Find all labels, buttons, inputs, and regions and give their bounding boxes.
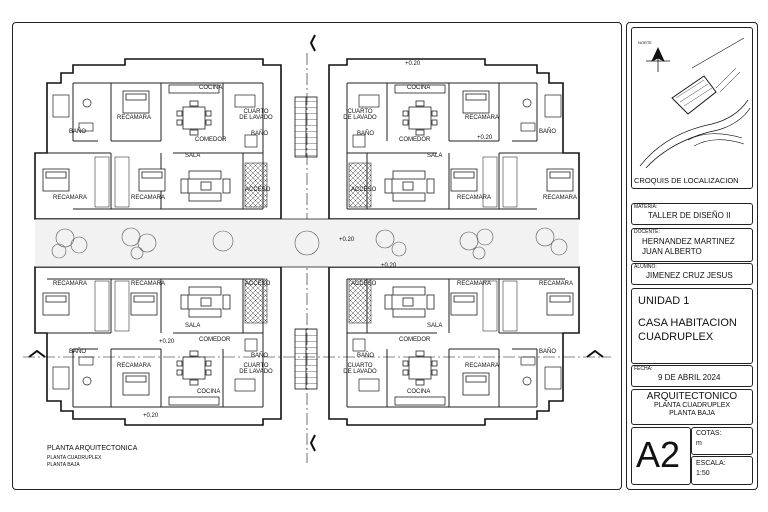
level-mark: +0.20 xyxy=(477,135,493,141)
kitchens xyxy=(168,84,446,406)
room-label: SALA xyxy=(427,323,443,329)
room-label: ACCESO xyxy=(245,281,271,287)
sheet-number: A2 xyxy=(636,434,681,475)
room-label: RECAMARA xyxy=(131,281,166,287)
beds xyxy=(42,90,574,396)
project-title: CASA HABITACION xyxy=(638,317,737,329)
project-box: UNIDAD 1 CASA HABITACION CUADRUPLEX xyxy=(631,288,753,364)
room-label: RECAMARA xyxy=(539,281,574,287)
docente-name: HERNANDEZ MARTINEZ xyxy=(642,237,735,246)
location-map xyxy=(639,37,751,169)
escala-label: ESCALA: xyxy=(696,460,726,467)
cotas-box: COTAS: m xyxy=(691,427,753,455)
title-block: NORTE CROQUIS DE LOCALIZACION MATERIA: T… xyxy=(626,22,758,490)
room-label: SALA xyxy=(185,153,201,159)
living-sets xyxy=(180,170,435,318)
cotas-value: m xyxy=(696,440,702,447)
plan-subtitle: PLANTA CUADRUPLEX xyxy=(47,455,102,461)
level-mark: +0.20 xyxy=(339,237,355,243)
room-label: COCINA xyxy=(197,389,221,395)
room-label: ACCESO xyxy=(245,187,271,193)
room-label: CUARTO DE LAVADO xyxy=(343,363,377,375)
materia-label: MATERIA: xyxy=(634,204,658,210)
docente-box: DOCENTE: HERNANDEZ MARTINEZ JUAN ALBERTO xyxy=(631,228,753,262)
dining-tables xyxy=(176,100,438,386)
location-caption: CROQUIS DE LOCALIZACION xyxy=(634,176,739,185)
discipline-title: ARQUITECTONICO xyxy=(646,391,738,402)
room-label: RECAMARA xyxy=(131,195,166,201)
room-label: BAÑO xyxy=(69,349,87,355)
access-areas xyxy=(244,162,372,324)
docente-name: JUAN ALBERTO xyxy=(642,247,702,256)
room-label: COCINA xyxy=(199,85,223,91)
fecha-box: FECHA: 9 DE ABRIL 2024 xyxy=(631,365,753,387)
room-label: RECAMARA xyxy=(457,281,492,287)
room-label: RECAMARA xyxy=(117,115,152,121)
materia-value: TALLER DE DISEÑO II xyxy=(648,211,731,220)
room-label: COMEDOR xyxy=(195,137,227,143)
room-label: RECAMARA xyxy=(53,195,88,201)
plan-subtitle: PLANTA BAJA xyxy=(47,462,80,468)
escala-value: 1:50 xyxy=(696,470,710,477)
room-label: RECAMARA xyxy=(465,363,500,369)
room-label: CUARTO DE LAVADO xyxy=(343,109,377,121)
room-label: ACCESO xyxy=(351,187,377,193)
room-label: COCINA xyxy=(407,85,431,91)
fecha-value: 9 DE ABRIL 2024 xyxy=(658,373,721,382)
alumno-value: JIMENEZ CRUZ JESUS xyxy=(646,271,733,280)
room-label: COMEDOR xyxy=(399,337,431,343)
room-label: RECAMARA xyxy=(457,195,492,201)
materia-box: MATERIA: TALLER DE DISEÑO II xyxy=(631,203,753,225)
escala-box: ESCALA: 1:50 xyxy=(691,456,753,485)
room-label: COMEDOR xyxy=(399,137,431,143)
project-title: CUADRUPLEX xyxy=(638,331,714,343)
section-marks xyxy=(28,34,604,452)
room-label: BAÑO xyxy=(251,131,269,137)
plan-title: PLANTA ARQUITECTONICA xyxy=(47,445,138,452)
floor-plan xyxy=(23,34,611,463)
plano-box: ARQUITECTONICO PLANTA CUADRUPLEX PLANTA … xyxy=(631,389,753,425)
level-mark: +0.20 xyxy=(405,61,421,67)
docente-label: DOCENTE: xyxy=(634,229,660,235)
room-label: BAÑO xyxy=(357,353,375,359)
closets xyxy=(94,156,518,332)
room-label: BAÑO xyxy=(539,349,557,355)
unit-title: UNIDAD 1 xyxy=(638,295,690,307)
level-mark: +0.20 xyxy=(143,413,159,419)
level-mark: +0.20 xyxy=(381,263,397,269)
room-label: ACCESO xyxy=(351,281,377,287)
cotas-label: COTAS: xyxy=(696,430,722,437)
room-label: RECAMARA xyxy=(543,195,578,201)
room-label: BAÑO xyxy=(357,131,375,137)
room-label: RECAMARA xyxy=(117,363,152,369)
stairs xyxy=(294,96,318,390)
alumno-label: ALUMNO: xyxy=(634,264,657,270)
fecha-label: FECHA: xyxy=(634,366,653,372)
room-label: RECAMARA xyxy=(465,115,500,121)
room-label: COMEDOR xyxy=(199,337,231,343)
room-label: BAÑO xyxy=(69,129,87,135)
room-label: CUARTO DE LAVADO xyxy=(239,363,273,375)
location-sketch: NORTE CROQUIS DE LOCALIZACION xyxy=(631,27,753,189)
garden-strip xyxy=(35,218,579,268)
plano-name: PLANTA CUADRUPLEX xyxy=(653,402,731,409)
sheet-box: A2 xyxy=(631,427,691,485)
room-label: RECAMARA xyxy=(53,281,88,287)
plano-name: PLANTA BAJA xyxy=(669,410,715,417)
room-label: SALA xyxy=(185,323,201,329)
level-mark: +0.20 xyxy=(159,339,175,345)
room-label: BAÑO xyxy=(539,129,557,135)
bath-fixtures xyxy=(52,94,562,392)
room-label: SALA xyxy=(427,153,443,159)
alumno-box: ALUMNO: JIMENEZ CRUZ JESUS xyxy=(631,263,753,285)
drawing-frame: RECAMARA COCINA COMEDOR SALA BAÑO BAÑO R… xyxy=(12,22,622,490)
room-label: CUARTO DE LAVADO xyxy=(239,109,273,121)
room-label: COCINA xyxy=(407,389,431,395)
interior-walls xyxy=(35,82,579,408)
room-label: BAÑO xyxy=(251,353,269,359)
north-label: NORTE xyxy=(638,40,652,45)
